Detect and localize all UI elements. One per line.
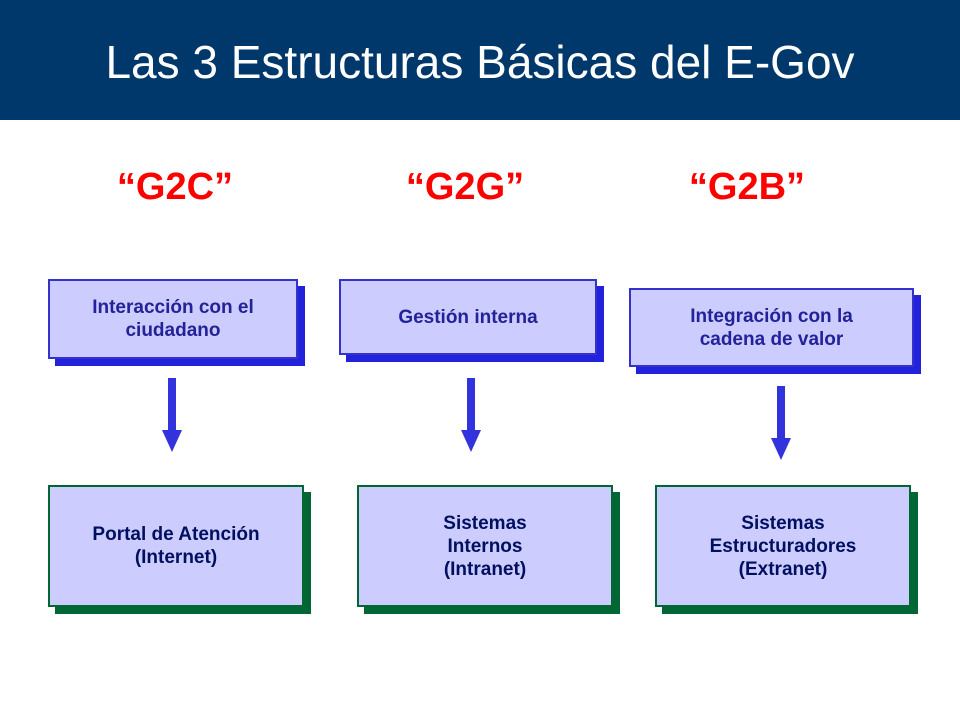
box-label: Gestión interna (398, 306, 538, 328)
slide-title: Las 3 Estructuras Básicas del E-Gov (105, 36, 855, 88)
box-integracion-cadena: Integración con la cadena de valor (629, 288, 914, 367)
arrow-g2c (162, 378, 182, 452)
box-label: Sistemas Internos (Intranet) (443, 512, 527, 580)
arrow-g2b (771, 386, 791, 460)
box-gestion-interna: Gestión interna (339, 279, 597, 355)
title-bar: Las 3 Estructuras Básicas del E-Gov (0, 0, 960, 120)
category-g2g: “G2G” (405, 166, 525, 208)
box-label: Interacción con el ciudadano (92, 297, 254, 341)
category-g2b: “G2B” (688, 166, 806, 208)
box-sistemas-estructuradores: Sistemas Estructuradores (Extranet) (655, 485, 911, 607)
category-g2c: “G2C” (116, 166, 234, 208)
box-label: Integración con la cadena de valor (690, 305, 853, 350)
box-label: Portal de Atención (Internet) (92, 524, 260, 568)
box-interaccion-ciudadano: Interacción con el ciudadano (48, 279, 298, 359)
arrow-g2g (461, 378, 481, 452)
box-sistemas-internos: Sistemas Internos (Intranet) (357, 485, 613, 607)
box-portal-atencion: Portal de Atención (Internet) (48, 485, 304, 607)
box-label: Sistemas Estructuradores (Extranet) (709, 512, 857, 580)
